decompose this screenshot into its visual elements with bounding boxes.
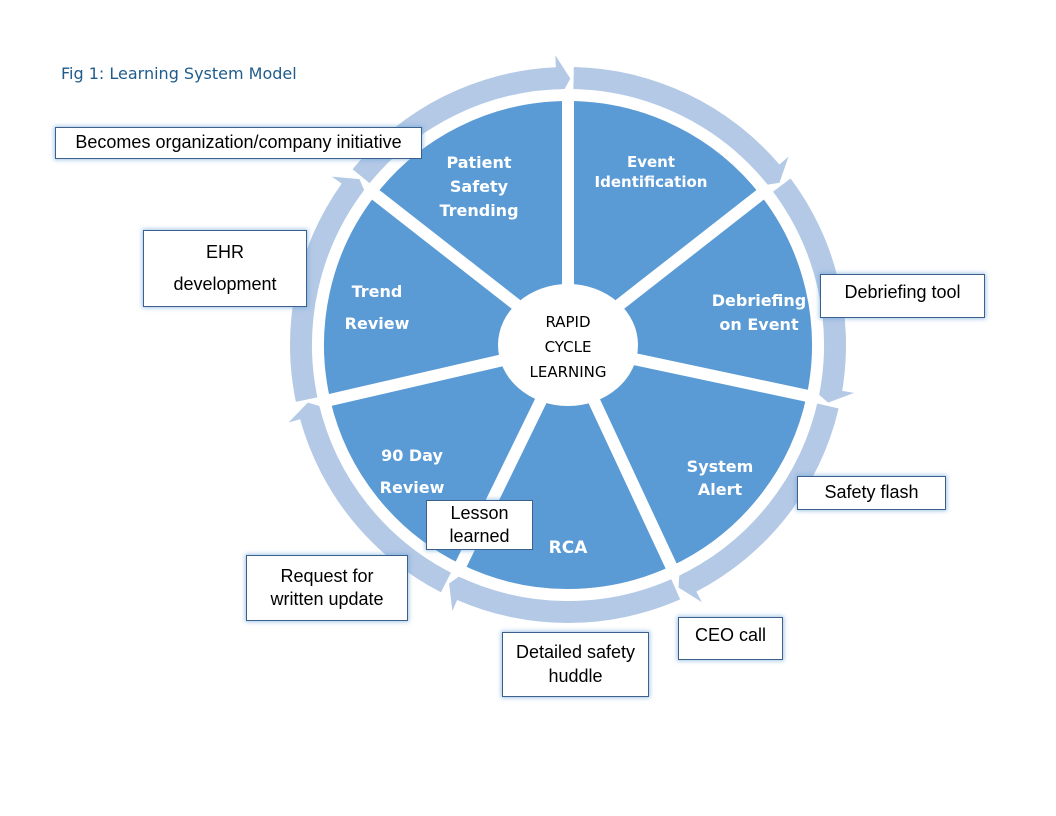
center-label: LEARNING bbox=[529, 363, 606, 381]
callout-text: huddle bbox=[548, 665, 603, 686]
callout-text: CEO call bbox=[694, 625, 766, 645]
segment-label-debriefing-on-event: Debriefing bbox=[712, 291, 807, 310]
callout-text: development bbox=[173, 273, 277, 294]
callout-text: learned bbox=[449, 526, 510, 546]
cycle-arrow bbox=[290, 176, 371, 402]
callout-ceo-call: CEO call bbox=[678, 617, 783, 660]
callout-text: written update bbox=[270, 589, 384, 609]
segment-label-90-day-review: Review bbox=[380, 478, 445, 497]
segment-label-system-alert: Alert bbox=[698, 480, 743, 499]
callout-safety-flash: Safety flash bbox=[797, 476, 946, 510]
segment-label-trend-review: Trend bbox=[352, 282, 403, 301]
callout-text: Debriefing tool bbox=[844, 282, 961, 302]
segment-label-patient-safety-trending: Patient bbox=[446, 153, 511, 172]
cycle-arrow bbox=[573, 67, 789, 188]
segment-event-identification bbox=[562, 88, 774, 358]
segment-label-event-identification: Event bbox=[627, 153, 675, 171]
callout-text: Detailed safety bbox=[515, 642, 636, 663]
callout-text: EHR bbox=[205, 242, 244, 263]
segment-label-system-alert: System bbox=[687, 457, 754, 476]
callout-text: Request for bbox=[280, 565, 374, 586]
segment-label-patient-safety-trending: Safety bbox=[450, 177, 509, 196]
callout-detailed-safety-huddle: Detailed safety huddle bbox=[502, 632, 649, 697]
callout-lesson-learned: Lesson learned bbox=[426, 500, 533, 550]
center-label: RAPID bbox=[545, 313, 590, 331]
segment-label-debriefing-on-event: on Event bbox=[719, 315, 799, 334]
callout-request-written-update: Request for written update bbox=[246, 555, 408, 621]
center-label: CYCLE bbox=[545, 338, 592, 356]
figure-caption: Fig 1: Learning System Model bbox=[61, 64, 297, 83]
cycle-arrow bbox=[288, 402, 452, 593]
cycle-arrow bbox=[678, 403, 839, 603]
callout-text: Safety flash bbox=[824, 482, 919, 503]
segment-label-event-identification: Identification bbox=[595, 173, 708, 191]
callout-debriefing-tool: Debriefing tool bbox=[820, 274, 985, 318]
cycle-arrow bbox=[449, 567, 681, 623]
segment-90-day-review bbox=[317, 336, 579, 578]
cycle-arrow bbox=[352, 55, 571, 184]
segment-label-trend-review: Review bbox=[345, 314, 410, 333]
segment-system-alert bbox=[557, 336, 820, 580]
center-hub bbox=[498, 284, 638, 406]
segment-label-patient-safety-trending: Trending bbox=[439, 201, 518, 220]
segment-label-rca: RCA bbox=[549, 538, 589, 558]
callout-ehr-development: EHR development bbox=[143, 230, 307, 307]
callout-text: Becomes organization/company initiative bbox=[75, 132, 402, 153]
callout-becomes-initiative: Becomes organization/company initiative bbox=[55, 127, 422, 159]
callout-text: Lesson bbox=[450, 502, 509, 523]
cycle-arrow bbox=[772, 178, 855, 403]
segment-label-90-day-review: 90 Day bbox=[381, 446, 443, 465]
